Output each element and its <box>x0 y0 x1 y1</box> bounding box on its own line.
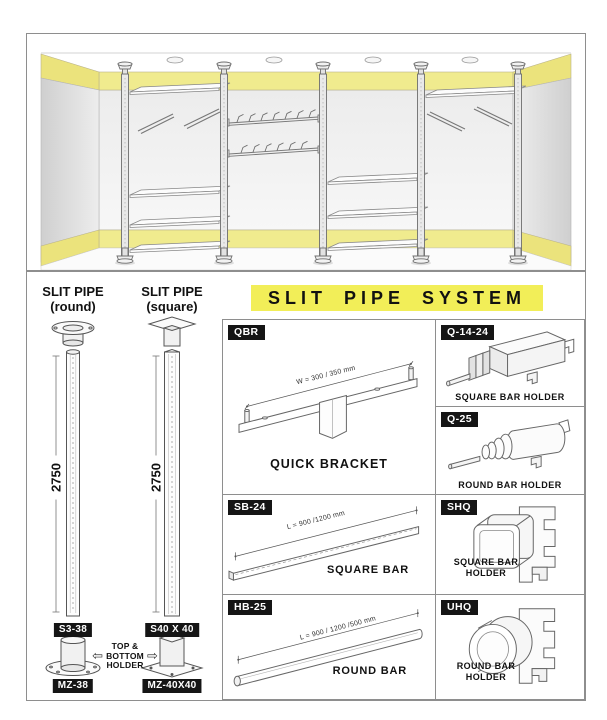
q1424-code-badge: Q-14-24 <box>441 325 495 340</box>
round-bar-holder-icon <box>448 419 571 470</box>
round-pipe-heading: SLIT PIPE (round) <box>27 284 119 314</box>
part-cell-uhq: UHQ ROUND BAR HOLDER <box>435 594 585 700</box>
qbr-code-badge: QBR <box>228 325 265 340</box>
hb25-part-label: ROUND BAR <box>332 665 407 677</box>
q25-part-label: ROUND BAR HOLDER <box>458 480 562 490</box>
q1424-part-label: SQUARE BAR HOLDER <box>455 392 565 402</box>
round-pipe-subtitle: (round) <box>50 299 96 314</box>
square-bar-icon <box>228 506 420 581</box>
slit-pipe-section: SLIT PIPE (round) SLIT PIPE (square) 275… <box>27 272 222 700</box>
uhq-code-badge: UHQ <box>441 600 478 615</box>
holder-note-text: TOP & BOTTOM HOLDER <box>106 641 144 671</box>
top-bottom-holder-note: ⇦ TOP & BOTTOM HOLDER ⇨ <box>83 641 167 671</box>
closet-illustration-panel <box>26 33 586 271</box>
square-pipe-code-badge: S40 X 40 <box>145 623 199 637</box>
square-pipe-length-label: 2750 <box>148 455 164 500</box>
shq-code-badge: SHQ <box>441 500 477 515</box>
part-cell-qbr: QBR W = 300 / 350 mm QUICK BRACKET <box>222 319 436 495</box>
round-pipe-code-badge: S3-38 <box>53 623 93 637</box>
part-cell-q1424: Q-14-24 SQUARE BAR HOLDER <box>435 319 585 407</box>
holder-note-line2: BOTTOM <box>106 650 144 661</box>
square-bar-holder-bracket-icon <box>473 506 556 583</box>
round-bar-icon <box>233 609 423 687</box>
right-arrow-icon: ⇨ <box>146 648 158 664</box>
quick-bracket-icon <box>238 361 418 439</box>
holder-note-line1: TOP & <box>111 641 139 651</box>
sb24-part-label: SQUARE BAR <box>327 564 409 576</box>
part-cell-hb25: HB-25 L = 900 / 1200 /500 mm ROUND BAR <box>222 594 436 700</box>
part-cell-q25: Q-25 ROUND BAR HOLDER <box>435 406 585 495</box>
round-pipe-title: SLIT PIPE <box>42 284 104 299</box>
square-holder-code-badge: MZ-40X40 <box>142 679 202 693</box>
square-pipe-title: SLIT PIPE <box>141 284 203 299</box>
q25-code-badge: Q-25 <box>441 412 478 427</box>
qbr-part-label: QUICK BRACKET <box>270 457 388 471</box>
closet-illustration <box>40 52 572 270</box>
holder-note-line3: HOLDER <box>106 660 144 670</box>
uhq-part-label: ROUND BAR HOLDER <box>456 661 516 682</box>
part-cell-shq: SHQ SQUARE BAR HOLDER <box>435 494 585 595</box>
square-bar-holder-icon <box>446 331 575 387</box>
square-pipe-heading: SLIT PIPE (square) <box>126 284 218 314</box>
part-cell-sb24: SB-24 L = 900 /1200 mm SQUARE BAR <box>222 494 436 595</box>
square-pipe-subtitle: (square) <box>146 299 198 314</box>
slit-pipes-illustration <box>45 316 204 678</box>
parts-panel: SLIT PIPE SYSTEM <box>26 271 586 701</box>
round-holder-code-badge: MZ-38 <box>52 679 94 693</box>
page-title: SLIT PIPE SYSTEM <box>251 285 543 311</box>
shq-part-label: SQUARE BAR HOLDER <box>453 557 519 578</box>
round-bar-holder-bracket-icon <box>468 608 556 684</box>
left-arrow-icon: ⇦ <box>92 648 104 664</box>
hb25-code-badge: HB-25 <box>228 600 273 615</box>
round-pipe-length-label: 2750 <box>48 455 64 500</box>
sb24-code-badge: SB-24 <box>228 500 272 515</box>
